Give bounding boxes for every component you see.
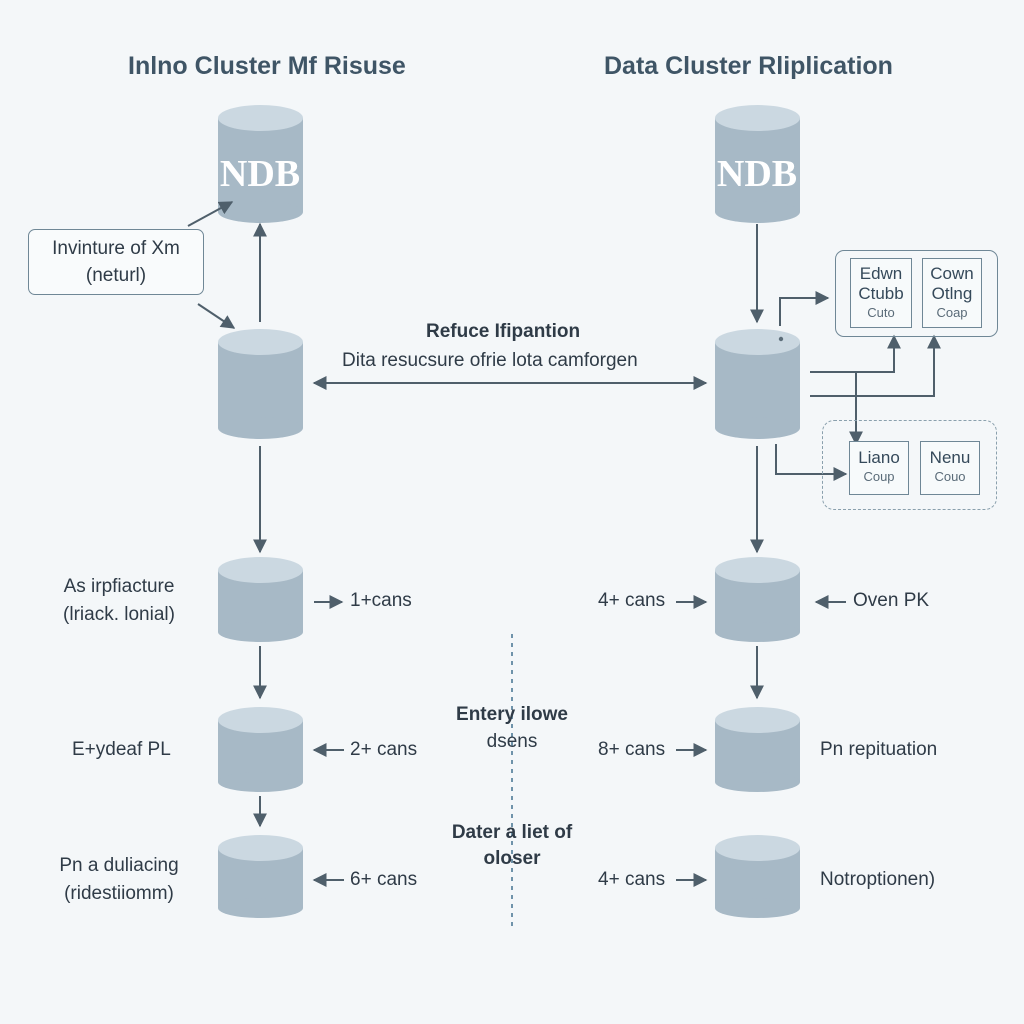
left-label-3-line2: (ridestiiomm): [64, 883, 174, 904]
cylinder-left-top-label: NDB: [220, 153, 300, 195]
connector-to-group-top: [779, 291, 830, 326]
left-label-1-line1: As irpfiacture: [63, 576, 175, 597]
group-bottom-box-1-line2: Coup: [863, 469, 895, 484]
right-label-3: Notroptionen): [820, 869, 936, 890]
left-label-2: E+ydeaf PL: [72, 739, 171, 760]
arrow-callout-to-top: [187, 201, 234, 227]
cylinder-right-2: [715, 329, 800, 439]
title-left: Inlno Cluster Mf Risuse: [128, 52, 406, 80]
left-count-3: 6+ cans: [350, 869, 418, 890]
center-note-2-line1: Dater a liet of: [451, 822, 573, 843]
group-top-box-1-line1: Edwn: [859, 264, 903, 283]
cylinder-left-2: [218, 329, 303, 439]
left-count-2: 2+ cans: [350, 739, 418, 760]
callout-line2: (neturl): [85, 265, 147, 286]
group-bottom-box-2-line2: Couo: [934, 469, 966, 484]
group-bottom-box-1: Liano Coup: [849, 441, 909, 495]
left-label-1-line2: (lriack. lonial): [63, 604, 175, 625]
cylinder-dot: [778, 336, 784, 342]
group-top-box-2-line1: Cown: [930, 264, 974, 283]
center-note-1-line2: dsens: [486, 731, 538, 752]
cylinder-right-5: [715, 835, 800, 918]
center-note-1-line1: Entery ilowe: [456, 704, 568, 725]
left-count-1: 1+cans: [350, 590, 412, 611]
group-top-box-1-line2: Ctubb: [858, 284, 904, 303]
group-top-box-2: Cown Otlng Coap: [922, 258, 982, 328]
title-right: Data Cluster Rliplication: [604, 52, 893, 80]
center-link-title: Refuce Ifipantion: [426, 321, 581, 342]
group-bottom-box-1-line1: Liano: [858, 448, 900, 467]
group-top-box-2-line3: Coap: [936, 305, 968, 320]
group-bottom-container: [822, 420, 997, 510]
arrow-callout-to-second: [197, 303, 236, 329]
group-bottom-box-2: Nenu Couo: [920, 441, 980, 495]
cylinder-left-4: [218, 707, 303, 792]
cylinder-right-top-label: NDB: [717, 153, 797, 195]
right-count-2: 8+ cans: [598, 739, 666, 760]
cylinder-right-4: [715, 707, 800, 792]
cylinder-right-top: NDB: [715, 105, 800, 223]
group-bottom-box-2-line1: Nenu: [929, 448, 971, 467]
center-note-2-line2: oloser: [483, 848, 541, 869]
cylinder-left-3: [218, 557, 303, 642]
callout-line1: Invinture of Xm: [52, 238, 180, 259]
center-link-subtitle: Dita resucsure ofrie lota camforgen: [342, 350, 638, 371]
group-top-box-1: Edwn Ctubb Cuto: [850, 258, 912, 328]
cylinder-left-top: NDB: [218, 105, 303, 223]
right-label-2: Pn repituation: [820, 739, 938, 760]
right-label-1: Oven PK: [853, 590, 930, 611]
connector-up-box1: [810, 334, 901, 373]
group-top-box-1-line3: Cuto: [867, 305, 895, 320]
right-count-1: 4+ cans: [598, 590, 666, 611]
callout-box: Invinture of Xm (neturl): [28, 229, 204, 295]
connector-up-box2: [810, 334, 941, 397]
group-top-box-2-line2: Otlng: [931, 284, 973, 303]
right-count-3: 4+ cans: [598, 869, 666, 890]
group-top-container: [835, 250, 998, 337]
left-label-3-line1: Pn a duliacing: [59, 855, 179, 876]
cylinder-left-5: [218, 835, 303, 918]
cylinder-right-3: [715, 557, 800, 642]
